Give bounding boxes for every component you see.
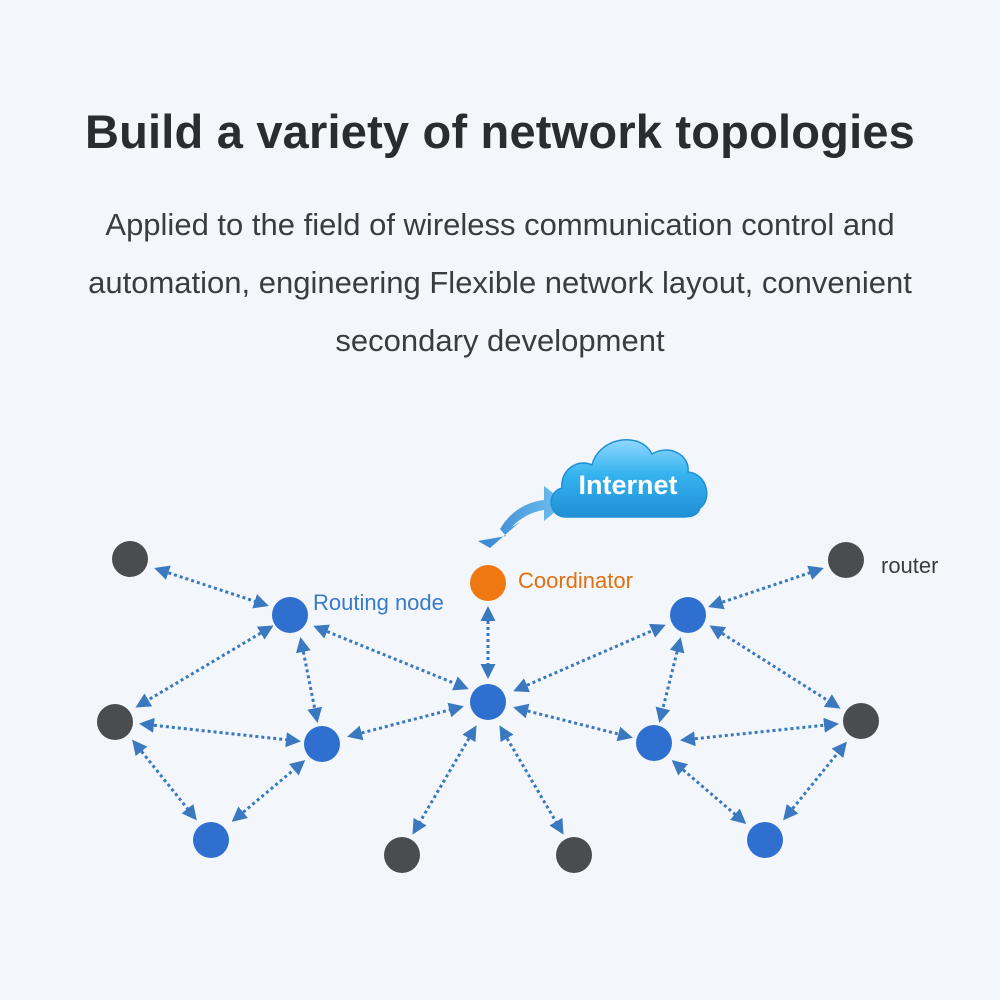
router-node	[556, 837, 592, 873]
link	[313, 624, 469, 691]
subtitle-line-3: secondary development	[335, 323, 665, 358]
page-title: Build a variety of network topologies	[84, 105, 915, 158]
routing-nodes	[193, 597, 783, 858]
link	[295, 637, 323, 723]
subtitle-line-2: automation, engineering Flexible network…	[88, 265, 912, 300]
link	[135, 625, 274, 708]
link	[132, 739, 197, 821]
router-node	[843, 703, 879, 739]
link	[709, 625, 841, 709]
router-node	[384, 837, 420, 873]
subtitle-line-1: Applied to the field of wireless communi…	[105, 207, 895, 242]
link	[412, 725, 477, 835]
link	[513, 623, 666, 693]
internet-cloud: Internet	[550, 438, 708, 518]
link	[231, 760, 306, 822]
link	[708, 565, 824, 610]
router-node	[97, 704, 133, 740]
routing-node	[670, 597, 706, 633]
link	[671, 760, 747, 824]
routing-node	[193, 822, 229, 858]
link	[347, 702, 464, 741]
coordinator-node	[470, 565, 506, 601]
router-node	[828, 542, 864, 578]
router-node	[112, 541, 148, 577]
routing-node	[470, 684, 506, 720]
routing-node	[747, 822, 783, 858]
routing-node-label: Routing node	[313, 590, 444, 615]
internet-connection-arrow	[478, 486, 566, 548]
link	[655, 637, 685, 723]
links	[132, 565, 847, 835]
coordinator-label: Coordinator	[518, 568, 633, 593]
link	[139, 717, 301, 748]
router-label: router	[881, 553, 938, 578]
routing-node	[636, 725, 672, 761]
routing-node	[272, 597, 308, 633]
link	[154, 565, 269, 609]
router-nodes	[97, 541, 879, 873]
link	[499, 725, 564, 835]
routing-node	[304, 726, 340, 762]
internet-label: Internet	[578, 470, 677, 500]
link	[680, 717, 839, 747]
subtitle: Applied to the field of wireless communi…	[40, 196, 960, 370]
link	[783, 741, 847, 821]
link	[513, 703, 633, 742]
